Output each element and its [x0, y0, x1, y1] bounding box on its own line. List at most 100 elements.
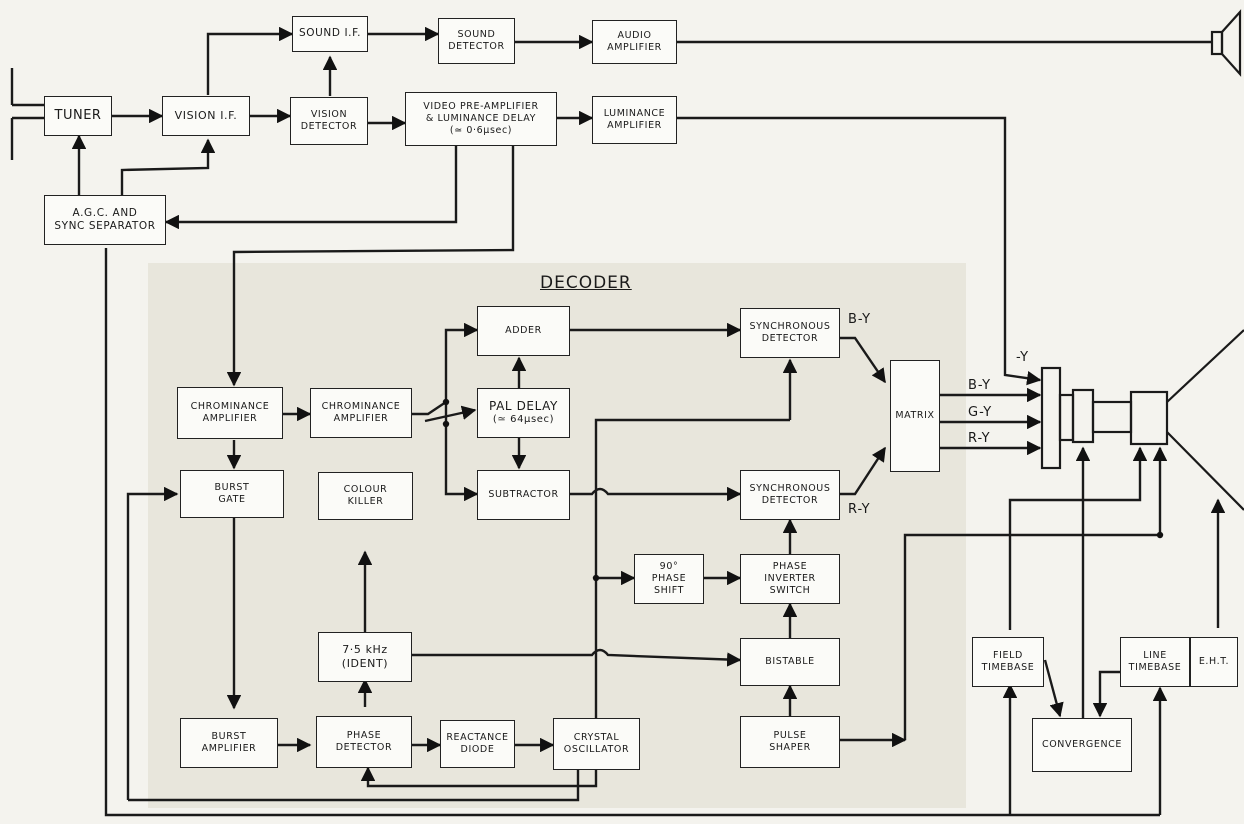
bistable-block: BISTABLE — [740, 638, 840, 686]
video-preamp-block: VIDEO PRE-AMPLIFIER& LUMINANCE DELAY(≃ 0… — [405, 92, 557, 146]
synchronous-detector-1-label-2: DETECTOR — [761, 333, 819, 344]
burst-gate-label-2: GATE — [218, 494, 246, 505]
chrominance-amplifier-2-label-2: AMPLIFIER — [333, 413, 389, 424]
audio-amplifier-label-2: AMPLIFIER — [607, 42, 662, 53]
matrix-block: MATRIX — [890, 360, 940, 472]
adder-label: ADDER — [505, 325, 542, 337]
luminance-amplifier-label-2: AMPLIFIER — [607, 120, 662, 131]
subtractor-block: SUBTRACTOR — [477, 470, 570, 520]
pal-delay-label-2: (≃ 64µsec) — [492, 414, 555, 426]
reactance-diode-label-1: REACTANCE — [446, 732, 509, 744]
colour-killer-label-2: KILLER — [347, 496, 384, 507]
reactance-diode-label-2: DIODE — [460, 744, 495, 755]
convergence-block: CONVERGENCE — [1032, 718, 1132, 772]
chrominance-amplifier-1-label-2: AMPLIFIER — [202, 413, 258, 424]
tuner-block: TUNER — [44, 96, 112, 136]
matrix-label: MATRIX — [895, 410, 935, 422]
agc-sync-label-2: SYNC SEPARATOR — [54, 220, 156, 232]
sound-detector-label-1: SOUND — [457, 29, 496, 41]
r-y-label: R-Y — [968, 431, 991, 446]
convergence-label: CONVERGENCE — [1041, 739, 1123, 751]
g-y-label: G-Y — [968, 405, 993, 420]
adder-block: ADDER — [477, 306, 570, 356]
phase-inverter-label-3: SWITCH — [769, 584, 811, 596]
video-preamp-label-2: & LUMINANCE DELAY — [425, 113, 537, 125]
b-y-label: B-Y — [968, 378, 992, 393]
field-timebase-label-1: FIELD — [993, 650, 1023, 662]
b-y-top-label: B-Y — [848, 312, 872, 327]
pal-delay-block: PAL DELAY(≃ 64µsec) — [477, 388, 570, 438]
line-timebase-label-2: TIMEBASE — [1128, 662, 1182, 673]
sound-if-block: SOUND I.F. — [292, 16, 368, 52]
burst-amplifier-label-1: BURST — [211, 731, 247, 743]
synchronous-detector-1-label-1: SYNCHRONOUS — [749, 321, 831, 333]
minus-y-label: -Y — [1016, 350, 1030, 365]
phase-detector-label-2: DETECTOR — [335, 742, 393, 753]
pulse-shaper-label-2: SHAPER — [769, 742, 811, 753]
chrominance-amplifier-1-label-1: CHROMINANCE — [190, 401, 270, 413]
pal-delay-label-1: PAL DELAY — [489, 399, 558, 414]
phase-inverter-label-2: INVERTER — [764, 573, 816, 585]
audio-amplifier-label-1: AUDIO — [617, 30, 652, 42]
vision-detector-label-1: VISION — [310, 109, 348, 121]
ident-block: 7·5 kHz(IDENT) — [318, 632, 412, 682]
phase-shift-label-3: SHIFT — [653, 584, 685, 596]
chrominance-amplifier-2-label-1: CHROMINANCE — [321, 401, 401, 413]
video-preamp-label-3: (≃ 0·6µsec) — [449, 124, 513, 136]
sound-detector-label-2: DETECTOR — [448, 41, 505, 52]
sound-if-label: SOUND I.F. — [298, 27, 362, 40]
crystal-oscillator-label-1: CRYSTAL — [573, 732, 620, 744]
eht-block: E.H.T. — [1190, 637, 1238, 687]
pulse-shaper-label-1: PULSE — [773, 730, 807, 742]
subtractor-label: SUBTRACTOR — [488, 489, 559, 501]
ident-label-2: (IDENT) — [341, 657, 389, 670]
phase-shift-label-1: 90° — [659, 561, 679, 573]
phase-inverter-label-1: PHASE — [772, 561, 808, 573]
phase-shift-label-2: PHASE — [651, 573, 687, 585]
video-preamp-label-1: VIDEO PRE-AMPLIFIER — [423, 101, 539, 113]
ident-label-1: 7·5 kHz — [342, 643, 388, 657]
vision-if-label: VISION I.F. — [174, 109, 238, 123]
burst-gate-label-1: BURST — [214, 482, 250, 494]
bistable-label: BISTABLE — [765, 656, 815, 668]
luminance-amplifier-label-1: LUMINANCE — [603, 108, 666, 120]
colour-killer-label-1: COLOUR — [343, 484, 388, 496]
crt-tube-icon — [1040, 329, 1244, 511]
synchronous-detector-2-label-2: DETECTOR — [761, 495, 819, 506]
crystal-oscillator-label-2: OSCILLATOR — [563, 744, 630, 755]
r-y-bottom-label: R-Y — [848, 502, 871, 517]
agc-sync-label-1: A.G.C. AND — [72, 206, 138, 219]
decoder-title: DECODER — [540, 273, 632, 293]
field-timebase-label-2: TIMEBASE — [981, 662, 1035, 673]
line-timebase-label-1: LINE — [1143, 650, 1167, 662]
vision-if-block: VISION I.F. — [162, 96, 250, 136]
eht-label: E.H.T. — [1198, 656, 1230, 668]
phase-detector-label-1: PHASE — [346, 730, 382, 742]
synchronous-detector-2-label-1: SYNCHRONOUS — [749, 483, 831, 495]
loudspeaker-icon — [1210, 9, 1242, 77]
tuner-label: TUNER — [54, 107, 102, 123]
vision-detector-label-2: DETECTOR — [300, 121, 358, 132]
